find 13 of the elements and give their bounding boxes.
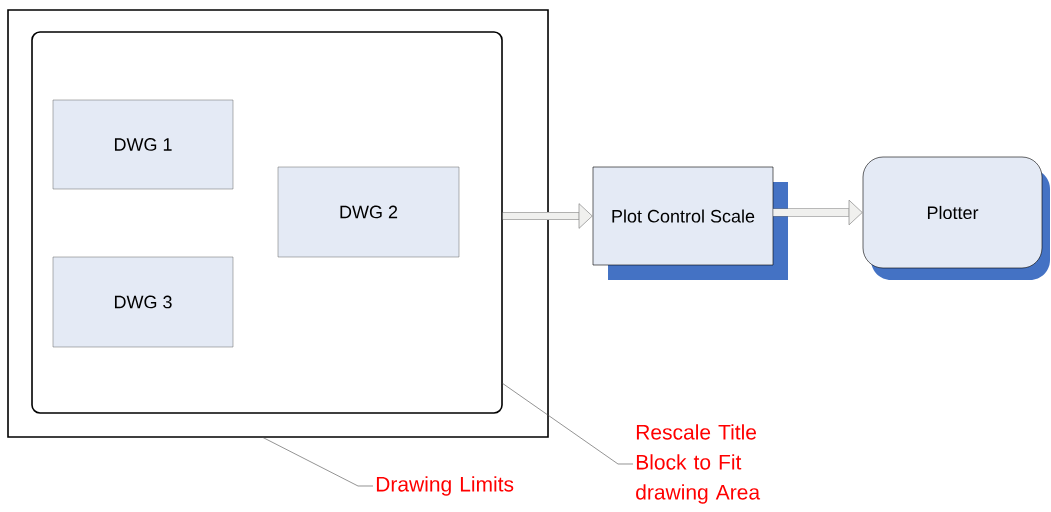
plotter-box: Plotter (862, 156, 1050, 280)
block-arrow (502, 203, 593, 229)
leader-line (261, 436, 374, 487)
drawing-limits-frame (7, 9, 549, 438)
process-box: Plot Control Scale (592, 166, 788, 280)
callout-text: Rescale Title Block to Fit drawing Area (636, 424, 761, 504)
callout-text: Drawing Limits (376, 476, 514, 496)
drawing-box: DWG 3 (52, 256, 234, 348)
drawing-box: DWG 1 (52, 99, 234, 190)
leader-line (501, 382, 634, 465)
block-arrow (773, 199, 863, 226)
title-block-frame (31, 31, 503, 414)
drawing-box: DWG 2 (277, 166, 460, 258)
